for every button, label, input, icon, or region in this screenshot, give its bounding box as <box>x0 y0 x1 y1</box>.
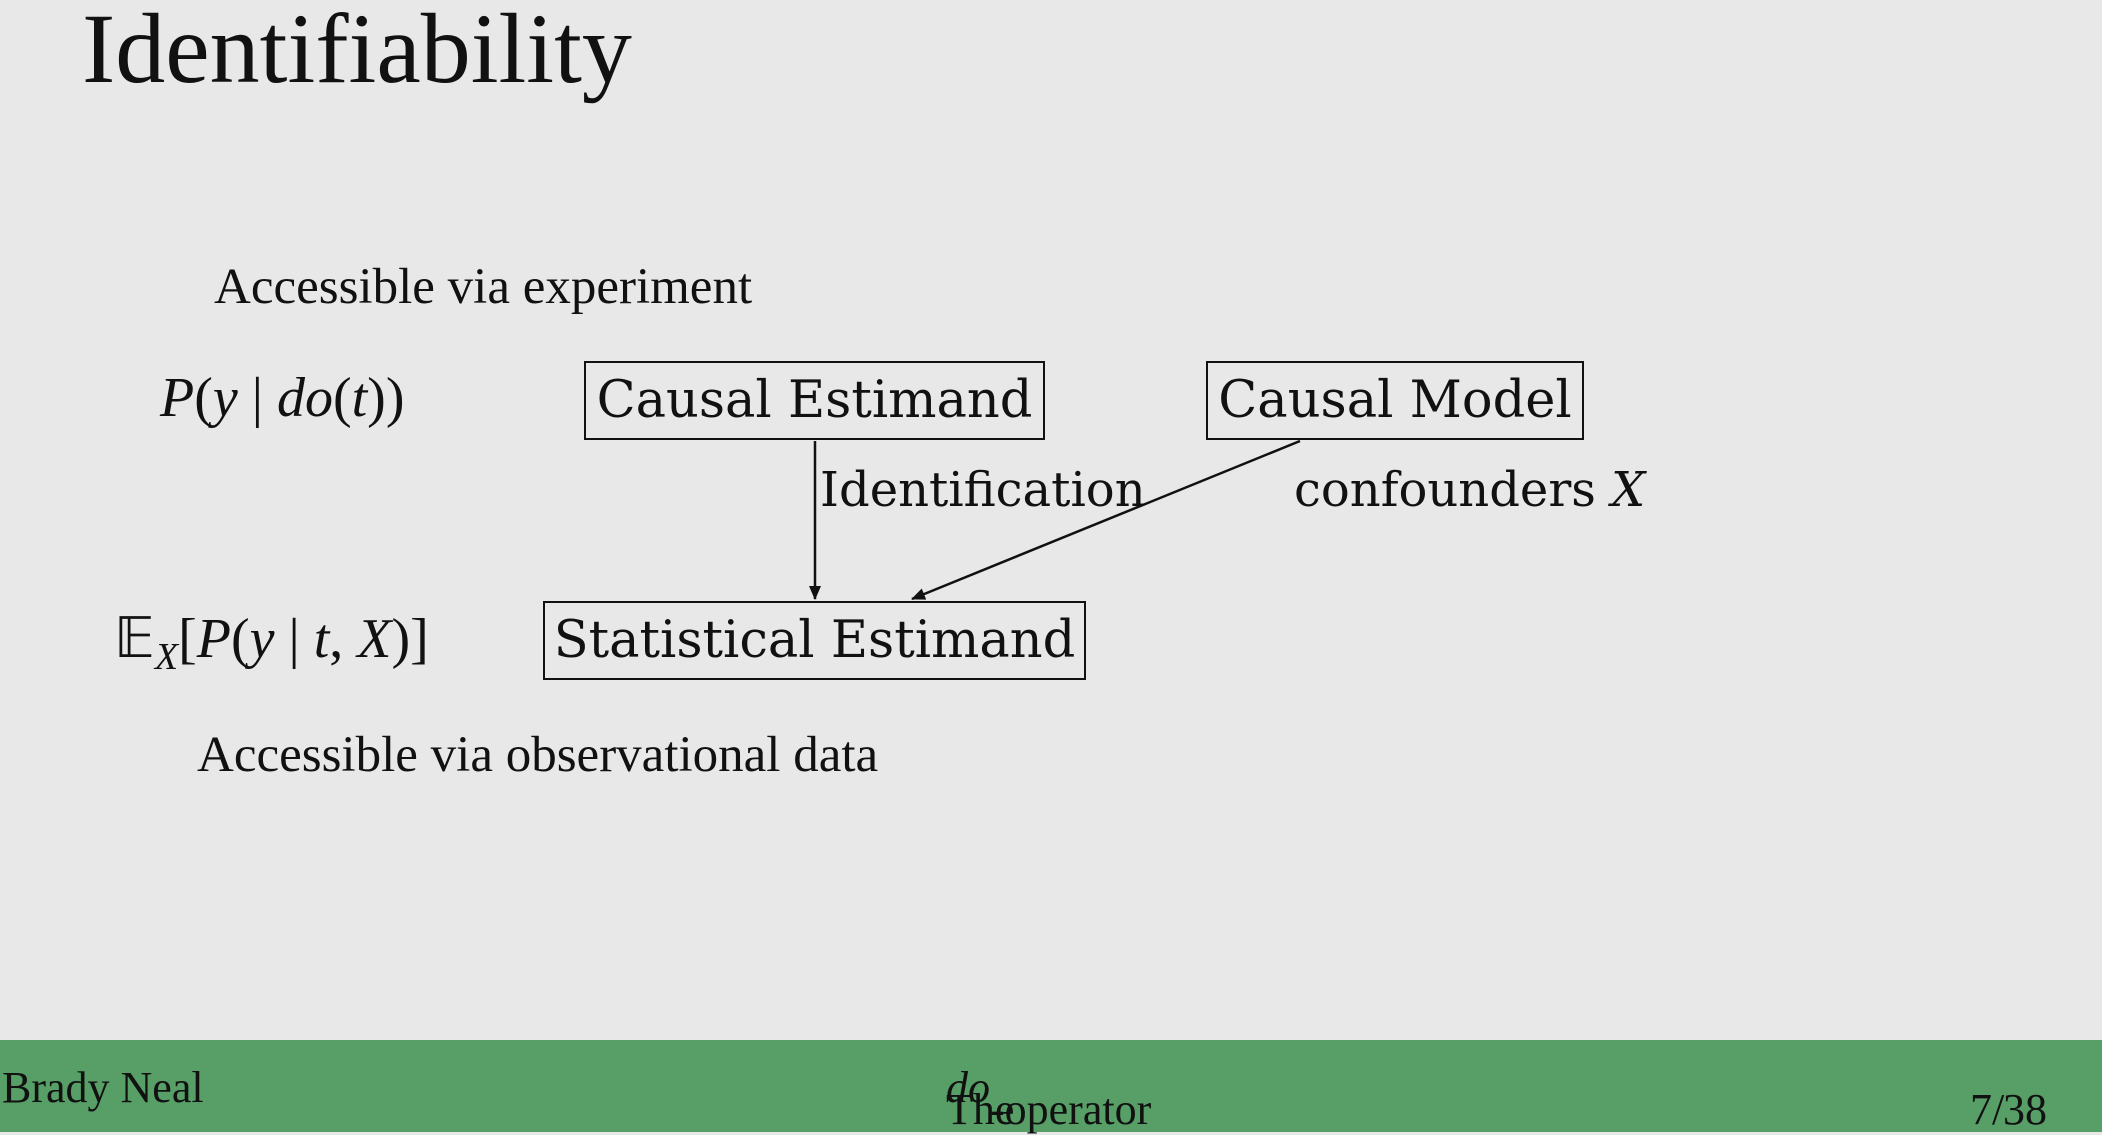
observational-note: Accessible via observational data <box>197 727 879 783</box>
causal-expr-paren: ( <box>332 367 352 429</box>
causal-expr-close: )) <box>367 367 405 429</box>
footer-title-prefix: The <box>946 1085 1015 1134</box>
page-separator: / <box>1992 1085 2005 1134</box>
identification-label: Identification <box>820 462 1146 518</box>
stat-expr-t: t <box>313 608 330 670</box>
causal-expr-t: t <box>351 367 368 429</box>
stat-expr-P: P <box>196 608 231 670</box>
confounders-text: confounders <box>1294 462 1596 518</box>
experiment-note: Accessible via experiment <box>214 259 753 315</box>
confounders-arrow <box>911 439 1301 601</box>
causal-expr-open: ( <box>194 367 213 429</box>
causal-expr-p: P <box>160 367 195 429</box>
stat-expr-E: 𝔼 <box>114 608 155 670</box>
footer-author: Brady Neal <box>2 1063 204 1112</box>
statistical-expression: 𝔼X[P(y | t, X)] <box>114 608 429 676</box>
page-current: 7 <box>1970 1085 1992 1134</box>
causal-expression: P(y | do(t)) <box>160 370 404 426</box>
footer-page-number: 7 / 38 <box>1970 1062 2047 1134</box>
stat-expr-X: X <box>357 608 392 670</box>
page-total: 38 <box>2003 1085 2047 1134</box>
footer-bar: Brady Neal The do-operator 7 / 38 <box>0 1040 2102 1134</box>
causal-expr-bar: | <box>237 367 277 429</box>
footer-title: The do-operator <box>946 1062 1151 1134</box>
stat-expr-comma: , <box>329 608 358 670</box>
confounders-label: confounders X <box>1294 466 1645 514</box>
footer-title-rest: -operator <box>990 1085 1152 1134</box>
stat-expr-y: y <box>249 608 275 670</box>
stat-expr-close: )] <box>391 608 429 670</box>
confounders-var: X <box>1611 462 1646 518</box>
footer-title-italic: do <box>946 1063 990 1112</box>
stat-expr-sub: X <box>154 636 179 678</box>
slide-title: Identifiability <box>82 0 632 104</box>
causal-expr-do: do <box>276 367 333 429</box>
causal-model-node: Causal Model <box>1206 361 1584 440</box>
stat-expr-open: [ <box>178 608 197 670</box>
causal-expr-y: y <box>212 367 238 429</box>
stat-expr-bar: | <box>274 608 314 670</box>
statistical-estimand-node: Statistical Estimand <box>543 601 1086 680</box>
stat-expr-paren: ( <box>230 608 250 670</box>
causal-estimand-node: Causal Estimand <box>584 361 1045 440</box>
